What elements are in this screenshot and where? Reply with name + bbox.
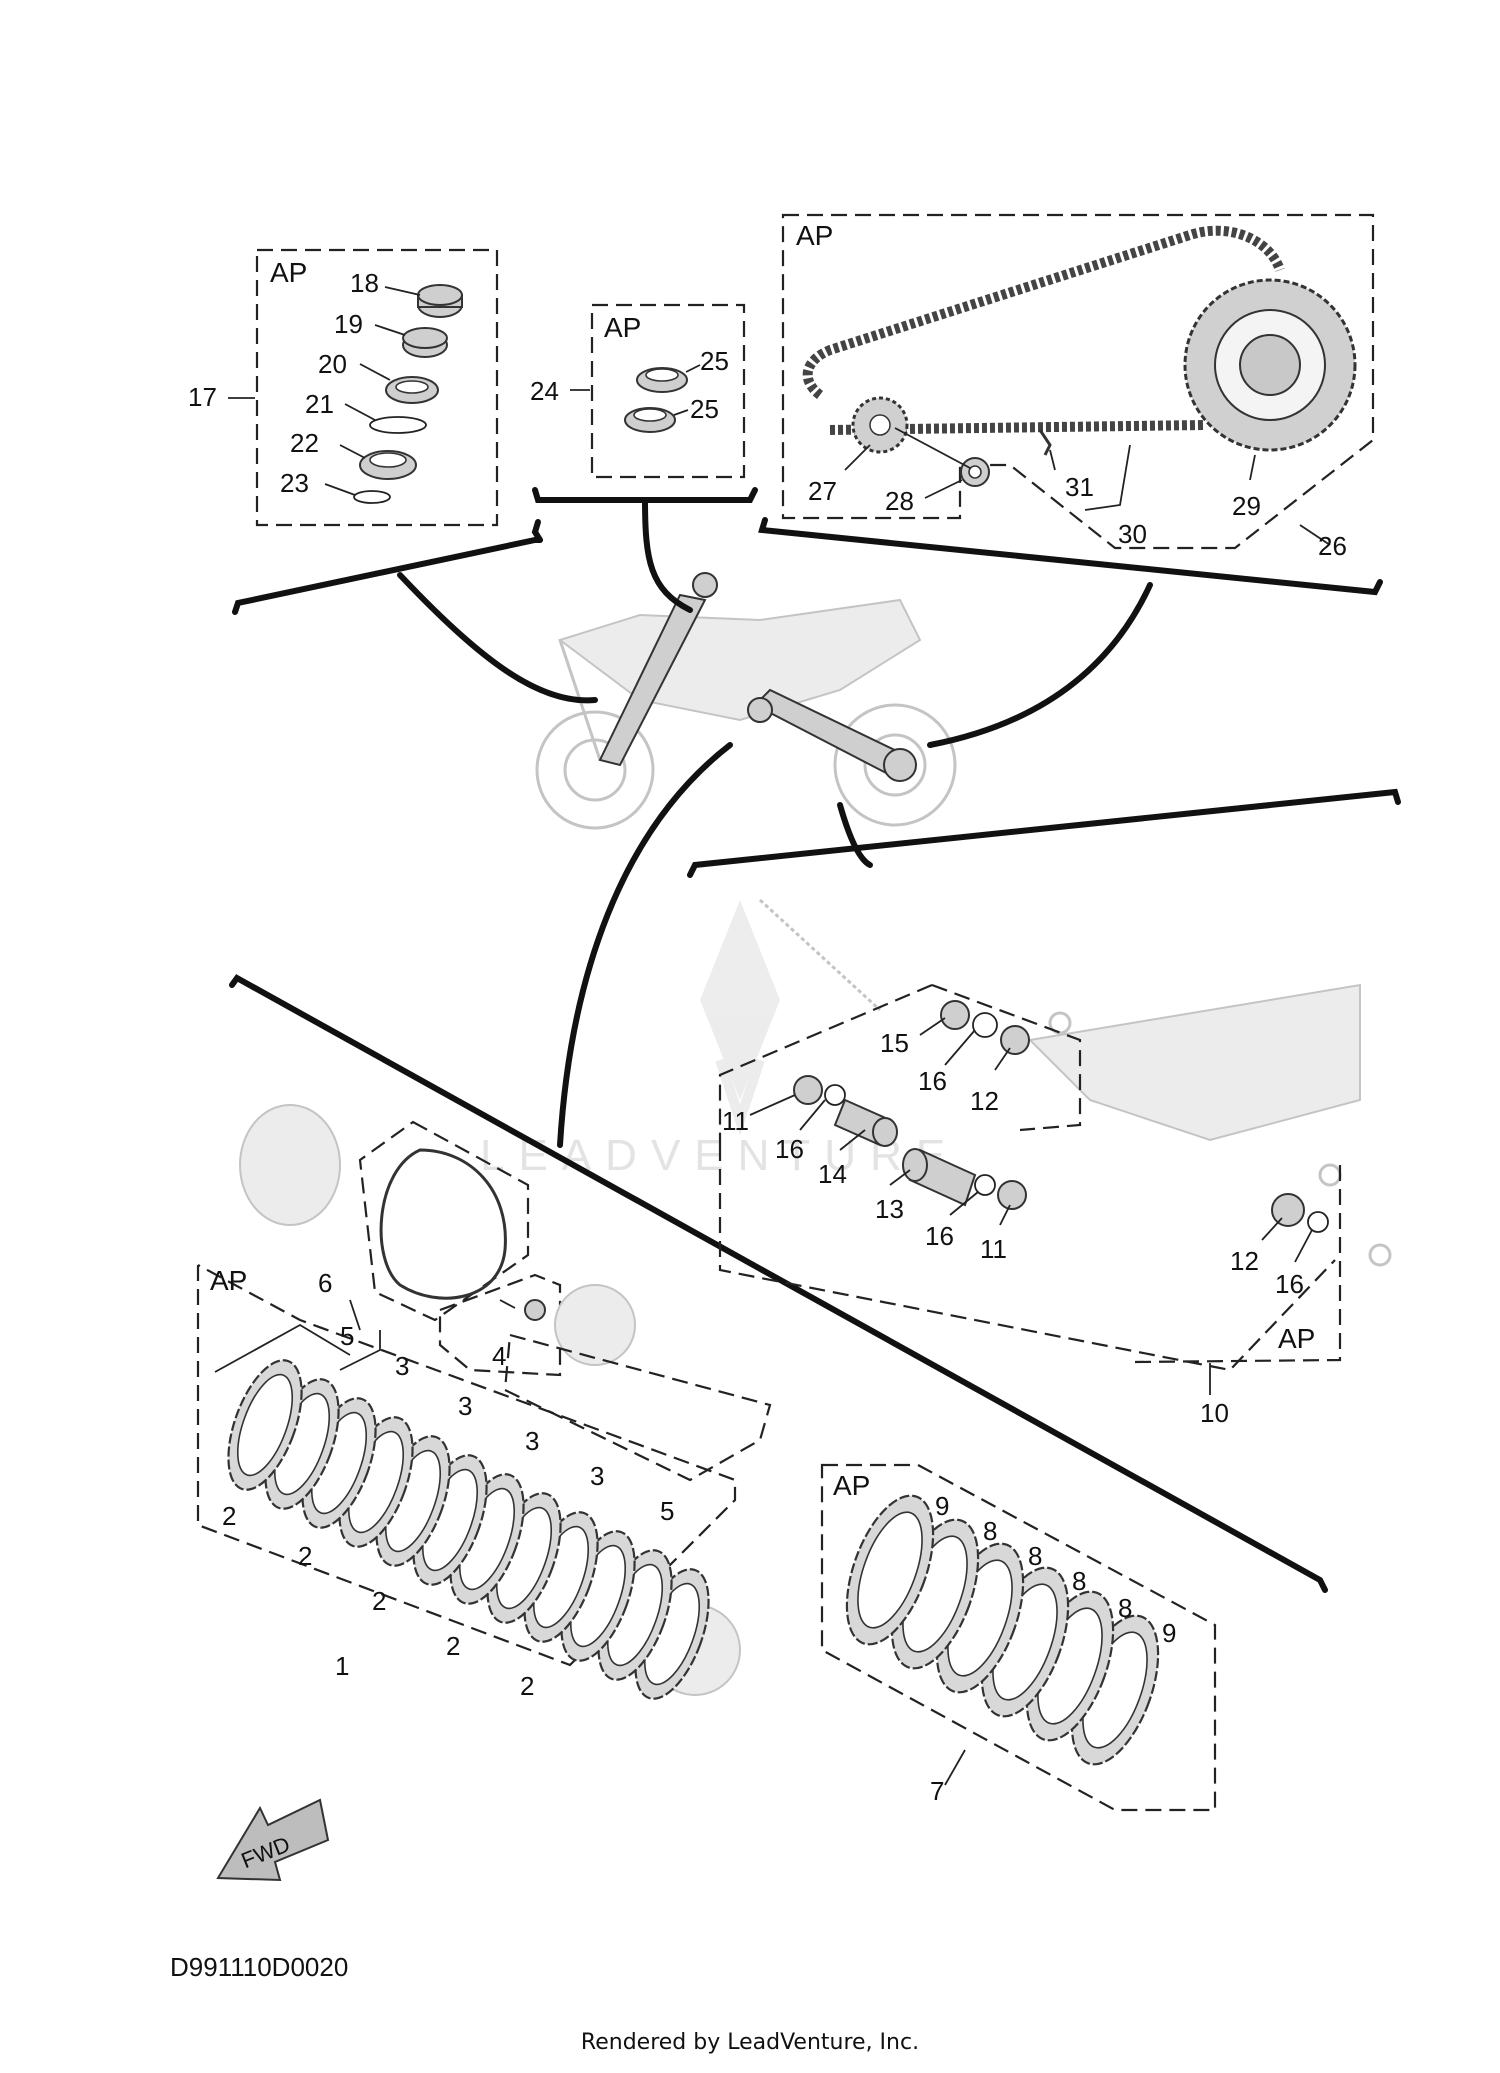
part-16-washer-a bbox=[972, 1012, 998, 1038]
part-12-bearing-a bbox=[1000, 1025, 1030, 1055]
part-16-washer-b bbox=[824, 1084, 846, 1106]
footer-credit: Rendered by LeadVenture, Inc. bbox=[580, 2030, 920, 2055]
part-16-washer-d bbox=[1307, 1211, 1329, 1233]
group-7-friction-plates: AP 9 8 8 8 8 9 7 bbox=[820, 1463, 1217, 1812]
part-29-rear-sprocket bbox=[1183, 278, 1357, 452]
part-21-ring bbox=[369, 416, 427, 434]
callout-16: 16 bbox=[775, 1134, 804, 1164]
callout-25: 25 bbox=[700, 346, 729, 376]
callout-2: 2 bbox=[446, 1631, 460, 1661]
callout-1: 1 bbox=[335, 1651, 349, 1681]
callout-25: 25 bbox=[690, 394, 719, 424]
callout-24: 24 bbox=[530, 376, 559, 406]
ap-label: AP bbox=[796, 220, 833, 251]
ap-label: AP bbox=[270, 257, 307, 288]
callout-19: 19 bbox=[334, 309, 363, 339]
ap-label: AP bbox=[1278, 1323, 1315, 1354]
callout-3: 3 bbox=[395, 1351, 409, 1381]
ap-label: AP bbox=[833, 1470, 870, 1501]
part-18-bearing bbox=[417, 284, 463, 318]
clutch-plates-stack bbox=[227, 1359, 710, 1700]
callout-2: 2 bbox=[372, 1586, 386, 1616]
fwd-arrow-icon: FWD bbox=[216, 1798, 330, 1882]
callout-8: 8 bbox=[1072, 1566, 1086, 1596]
group-17-steering-bearings: AP 18 19 20 21 22 23 17 bbox=[188, 248, 499, 527]
part-30-drive-chain bbox=[802, 225, 1285, 435]
callout-14: 14 bbox=[818, 1159, 847, 1189]
part-25-seal-upper bbox=[636, 367, 688, 393]
friction-plate-inner bbox=[857, 1511, 923, 1629]
clutch-plate-inner bbox=[236, 1373, 294, 1477]
callout-15: 15 bbox=[880, 1028, 909, 1058]
callout-21: 21 bbox=[305, 389, 334, 419]
watermark-logo bbox=[700, 900, 780, 1136]
callout-20: 20 bbox=[318, 349, 347, 379]
part-23-seal bbox=[353, 490, 391, 504]
part-6-gasket bbox=[358, 1120, 530, 1322]
part-25-seal-lower bbox=[624, 407, 676, 433]
callout-23: 23 bbox=[280, 468, 309, 498]
callout-9: 9 bbox=[935, 1491, 949, 1521]
callout-16: 16 bbox=[918, 1066, 947, 1096]
callout-26: 26 bbox=[1318, 531, 1347, 561]
callout-30: 30 bbox=[1118, 519, 1147, 549]
part-4-bolt-group bbox=[438, 1273, 562, 1377]
part-14-collar bbox=[833, 1098, 898, 1147]
part-22-bearing bbox=[359, 450, 417, 480]
callout-16: 16 bbox=[1275, 1269, 1304, 1299]
callout-13: 13 bbox=[875, 1194, 904, 1224]
crankcase-cover-ghost bbox=[239, 1104, 341, 1226]
callout-11: 11 bbox=[722, 1106, 749, 1136]
callout-7: 7 bbox=[930, 1776, 944, 1806]
group-26-drive-chain: AP 27 28 31 30 29 26 bbox=[781, 213, 1375, 561]
callout-12: 12 bbox=[970, 1086, 999, 1116]
callout-3: 3 bbox=[458, 1391, 472, 1421]
callout-31: 31 bbox=[1065, 472, 1094, 502]
callout-12: 12 bbox=[1230, 1246, 1259, 1276]
group-10-swingarm-bushings: AP 15 16 12 11 16 14 13 16 11 12 16 10 bbox=[718, 898, 1392, 1428]
callout-2: 2 bbox=[298, 1541, 312, 1571]
callout-16: 16 bbox=[925, 1221, 954, 1251]
part-13-pivot-shaft bbox=[902, 1148, 977, 1207]
callout-3: 3 bbox=[590, 1461, 604, 1491]
motorcycle-illustration bbox=[535, 572, 957, 830]
ap-label: AP bbox=[604, 312, 641, 343]
part-31-master-link bbox=[1038, 429, 1052, 456]
callout-8: 8 bbox=[1118, 1593, 1132, 1623]
part-11-bushing-a bbox=[793, 1075, 823, 1105]
callout-5: 5 bbox=[660, 1496, 674, 1526]
part-27-drive-sprocket bbox=[851, 396, 909, 454]
part-15-bushing bbox=[940, 1000, 970, 1030]
callout-22: 22 bbox=[290, 428, 319, 458]
part-28-washer bbox=[960, 457, 990, 487]
callout-8: 8 bbox=[1028, 1541, 1042, 1571]
part-12-bearing-b bbox=[1271, 1193, 1305, 1227]
callout-8: 8 bbox=[983, 1516, 997, 1546]
callout-5: 5 bbox=[340, 1321, 354, 1351]
part-11-bushing-b bbox=[997, 1180, 1027, 1210]
ap-label: AP bbox=[210, 1265, 247, 1296]
callout-4: 4 bbox=[492, 1341, 506, 1371]
callout-10: 10 bbox=[1200, 1398, 1229, 1428]
callout-18: 18 bbox=[350, 268, 379, 298]
connector-lines bbox=[229, 487, 1401, 1593]
diagram-code: D991110D0020 bbox=[170, 1952, 349, 1982]
callout-28: 28 bbox=[885, 486, 914, 516]
callout-3: 3 bbox=[525, 1426, 539, 1456]
friction-plates-stack bbox=[845, 1494, 1160, 1766]
group-1-clutch: AP 5 3 3 3 3 5 2 2 2 2 2 6 4 1 bbox=[196, 1104, 772, 1701]
callout-2: 2 bbox=[222, 1501, 236, 1531]
part-20-race bbox=[385, 376, 439, 404]
part-19-bearing bbox=[402, 327, 448, 358]
callout-27: 27 bbox=[808, 476, 837, 506]
callout-9: 9 bbox=[1162, 1618, 1176, 1648]
callout-6: 6 bbox=[318, 1268, 332, 1298]
part-16-washer-c bbox=[974, 1174, 996, 1196]
callout-2: 2 bbox=[520, 1671, 534, 1701]
callout-17: 17 bbox=[188, 382, 217, 412]
callout-11: 11 bbox=[980, 1234, 1007, 1264]
group-24-seals: AP 25 25 24 bbox=[530, 303, 746, 479]
callout-29: 29 bbox=[1232, 491, 1261, 521]
